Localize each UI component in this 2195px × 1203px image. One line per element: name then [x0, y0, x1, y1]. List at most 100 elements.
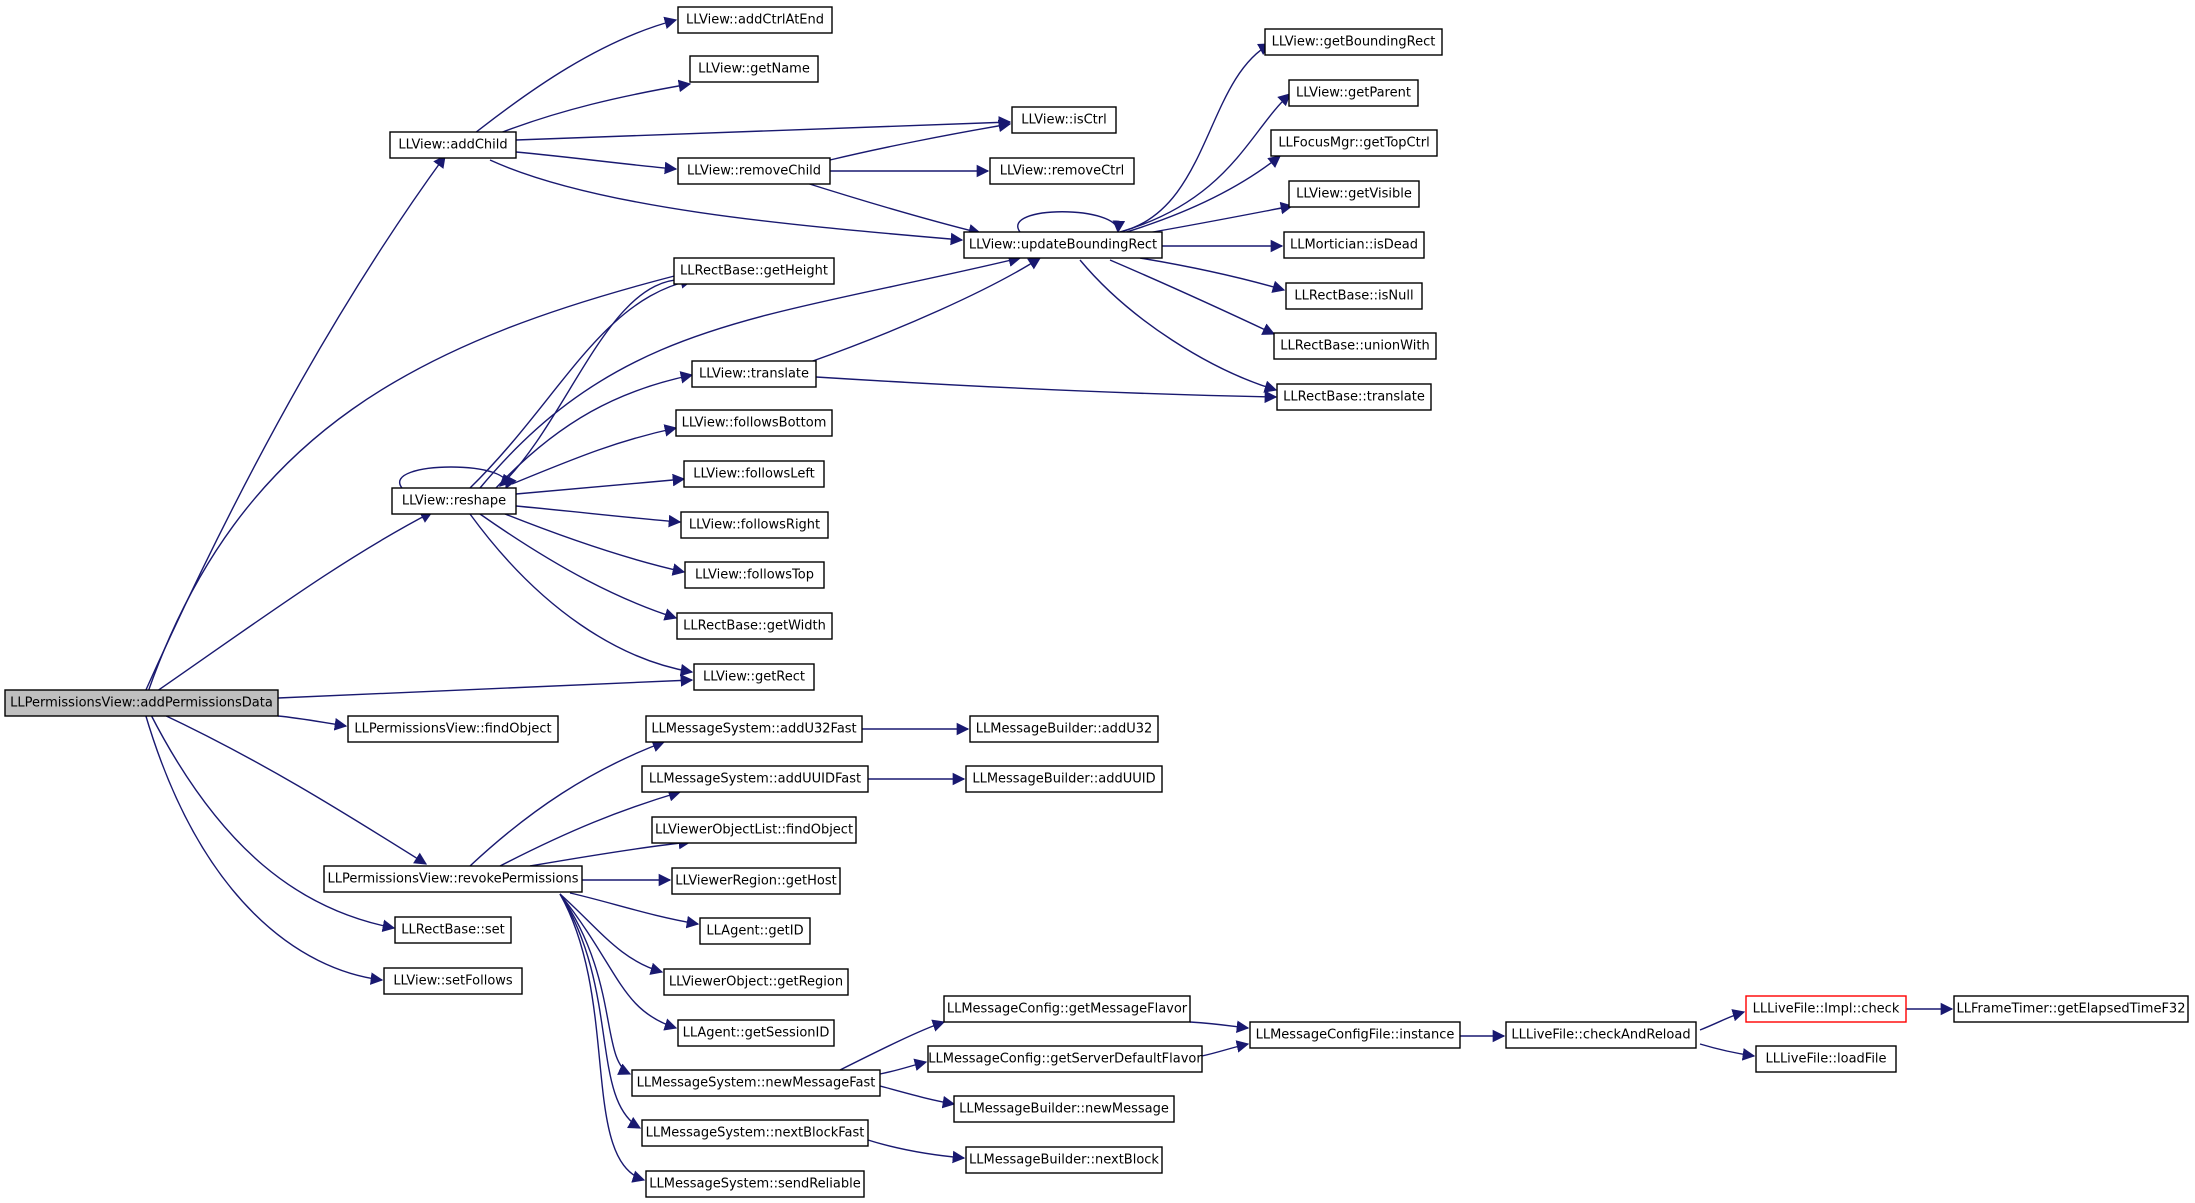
node-revokePermissions[interactable]: LLPermissionsView::revokePermissions	[323, 865, 583, 893]
edge-addChild-updateBoundingRect	[489, 159, 964, 246]
node-followsTop[interactable]: LLView::followsTop	[684, 561, 825, 589]
edge-revoke-vol_findObject	[529, 836, 692, 867]
node-nextBlockFast[interactable]: LLMessageSystem::nextBlockFast	[641, 1119, 869, 1147]
node-getServerDefaultFlavor[interactable]: LLMessageConfig::getServerDefaultFlavor	[927, 1045, 1203, 1073]
node-addChild[interactable]: LLView::addChild	[389, 131, 517, 159]
node-isCtrl[interactable]: LLView::isCtrl	[1011, 106, 1117, 134]
node-reshape-label: LLView::reshape	[402, 494, 506, 509]
edge-removeChild-updateBoundingRect	[799, 180, 982, 237]
node-getID[interactable]: LLAgent::getID	[699, 917, 811, 945]
node-getSessionID[interactable]: LLAgent::getSessionID	[677, 1019, 835, 1047]
node-addUUIDFast-label: LLMessageSystem::addUUIDFast	[649, 772, 861, 787]
node-getVisible[interactable]: LLView::getVisible	[1288, 180, 1420, 208]
node-implCheck[interactable]: LLLiveFile::Impl::check	[1745, 995, 1907, 1023]
edge-revoke-newMessageFast	[559, 893, 632, 1075]
edge-root-setFollows	[144, 712, 384, 985]
node-configInstance[interactable]: LLMessageConfigFile::instance	[1249, 1021, 1461, 1049]
node-addCtrlAtEnd[interactable]: LLView::addCtrlAtEnd	[677, 6, 833, 34]
node-getBoundingRect-label: LLView::getBoundingRect	[1272, 35, 1436, 50]
node-getWidth[interactable]: LLRectBase::getWidth	[676, 612, 833, 640]
edge-ubr-rectTranslate	[1079, 259, 1278, 393]
node-viewTranslate[interactable]: LLView::translate	[691, 360, 817, 388]
node-setFollows[interactable]: LLView::setFollows	[383, 967, 523, 995]
edge-reshape-followsBottom	[511, 424, 678, 485]
node-addChild-label: LLView::addChild	[398, 138, 507, 153]
node-getRegion[interactable]: LLViewerObject::getRegion	[663, 968, 849, 996]
node-isDead[interactable]: LLMortician::isDead	[1283, 231, 1425, 259]
edge-addChild-removeChild	[515, 151, 678, 175]
edge-addChild-getName	[499, 79, 692, 134]
node-findObjectPV-label: LLPermissionsView::findObject	[354, 722, 551, 737]
node-reshape[interactable]: LLView::reshape	[391, 487, 517, 515]
node-sendReliable[interactable]: LLMessageSystem::sendReliable	[645, 1170, 865, 1198]
node-getHeight[interactable]: LLRectBase::getHeight	[673, 257, 835, 285]
node-getMessageFlavor[interactable]: LLMessageConfig::getMessageFlavor	[943, 995, 1191, 1023]
node-loadFile[interactable]: LLLiveFile::loadFile	[1755, 1045, 1897, 1073]
node-viewTranslate-label: LLView::translate	[699, 367, 809, 382]
node-followsRight[interactable]: LLView::followsRight	[680, 511, 829, 539]
node-addUUID[interactable]: LLMessageBuilder::addUUID	[965, 765, 1163, 793]
node-nextBlock-label: LLMessageBuilder::nextBlock	[969, 1153, 1159, 1168]
node-nextBlock[interactable]: LLMessageBuilder::nextBlock	[965, 1146, 1163, 1174]
edge-reshape-self	[398, 466, 517, 490]
edge-root-revokePermissions	[159, 712, 428, 865]
edge-ubr-getParent	[1119, 93, 1291, 233]
node-rectSet[interactable]: LLRectBase::set	[394, 916, 512, 944]
node-newMessageFast[interactable]: LLMessageSystem::newMessageFast	[631, 1069, 881, 1097]
node-isCtrl-label: LLView::isCtrl	[1021, 113, 1106, 128]
node-getName[interactable]: LLView::getName	[689, 55, 819, 83]
node-followsBottom[interactable]: LLView::followsBottom	[675, 409, 833, 437]
node-vol_findObject[interactable]: LLViewerObjectList::findObject	[651, 816, 857, 844]
node-getParent[interactable]: LLView::getParent	[1288, 79, 1419, 107]
node-followsBottom-label: LLView::followsBottom	[682, 416, 827, 431]
node-followsLeft-label: LLView::followsLeft	[693, 467, 815, 482]
node-isNull[interactable]: LLRectBase::isNull	[1285, 282, 1423, 310]
node-updateBoundingRect[interactable]: LLView::updateBoundingRect	[963, 231, 1163, 259]
edge-root-reshape	[149, 511, 434, 697]
node-rectTranslate[interactable]: LLRectBase::translate	[1276, 383, 1432, 411]
node-addU32[interactable]: LLMessageBuilder::addU32	[969, 715, 1159, 743]
node-getHeight-label: LLRectBase::getHeight	[680, 264, 828, 279]
node-getElapsed[interactable]: LLFrameTimer::getElapsedTimeF32	[1953, 995, 2189, 1023]
node-getHost[interactable]: LLViewerRegion::getHost	[671, 867, 841, 895]
node-loadFile-label: LLLiveFile::loadFile	[1765, 1052, 1886, 1067]
edge-ubr-getBoundingRect	[1119, 43, 1272, 233]
node-followsLeft[interactable]: LLView::followsLeft	[683, 460, 825, 488]
edge-reshape-followsLeft	[515, 473, 686, 495]
node-getParent-label: LLView::getParent	[1296, 86, 1411, 101]
node-getServerDefaultFlavor-label: LLMessageConfig::getServerDefaultFlavor	[928, 1052, 1202, 1067]
edge-revoke-sendReliable	[559, 893, 646, 1183]
node-addU32Fast[interactable]: LLMessageSystem::addU32Fast	[645, 715, 863, 743]
edge-reshape-viewTranslate	[495, 371, 694, 489]
node-newMessage-label: LLMessageBuilder::newMessage	[959, 1102, 1169, 1117]
edge-root-addChild	[144, 154, 446, 693]
node-unionWith[interactable]: LLRectBase::unionWith	[1273, 332, 1437, 360]
edge-revoke-getRegion	[559, 893, 664, 975]
node-newMessageFast-label: LLMessageSystem::newMessageFast	[637, 1076, 876, 1091]
node-removeChild[interactable]: LLView::removeChild	[677, 157, 831, 185]
node-removeCtrl[interactable]: LLView::removeCtrl	[989, 157, 1135, 185]
edge-viewTranslate-rectTranslate	[815, 376, 1278, 404]
edge-revoke-addUUIDFast	[499, 789, 682, 867]
call-nodes: LLPermissionsView::addPermissionsData LL…	[4, 6, 2189, 1198]
edge-reshape-getHeight	[469, 276, 694, 489]
edge-revoke-getID	[569, 892, 700, 929]
edge-addChild-addCtrlAtEnd	[474, 16, 678, 134]
node-newMessage[interactable]: LLMessageBuilder::newMessage	[953, 1095, 1175, 1123]
node-getRegion-label: LLViewerObject::getRegion	[669, 975, 843, 990]
node-root[interactable]: LLPermissionsView::addPermissionsData	[4, 689, 279, 717]
node-addUUIDFast[interactable]: LLMessageSystem::addUUIDFast	[641, 765, 869, 793]
node-getWidth-label: LLRectBase::getWidth	[683, 619, 826, 634]
edge-revoke-addU32Fast	[469, 740, 666, 867]
edge-reshape-getWidth	[479, 513, 678, 621]
node-getBoundingRect[interactable]: LLView::getBoundingRect	[1264, 28, 1443, 56]
node-checkAndReload[interactable]: LLLiveFile::checkAndReload	[1505, 1021, 1697, 1049]
node-getTopCtrl[interactable]: LLFocusMgr::getTopCtrl	[1270, 129, 1438, 157]
node-followsTop-label: LLView::followsTop	[695, 568, 814, 583]
node-getRect[interactable]: LLView::getRect	[693, 663, 815, 691]
node-findObjectPV[interactable]: LLPermissionsView::findObject	[347, 715, 559, 743]
node-getHost-label: LLViewerRegion::getHost	[675, 874, 836, 889]
edge-getMessageFlavor-instance	[1189, 1020, 1250, 1034]
call-edges	[144, 16, 1954, 1183]
